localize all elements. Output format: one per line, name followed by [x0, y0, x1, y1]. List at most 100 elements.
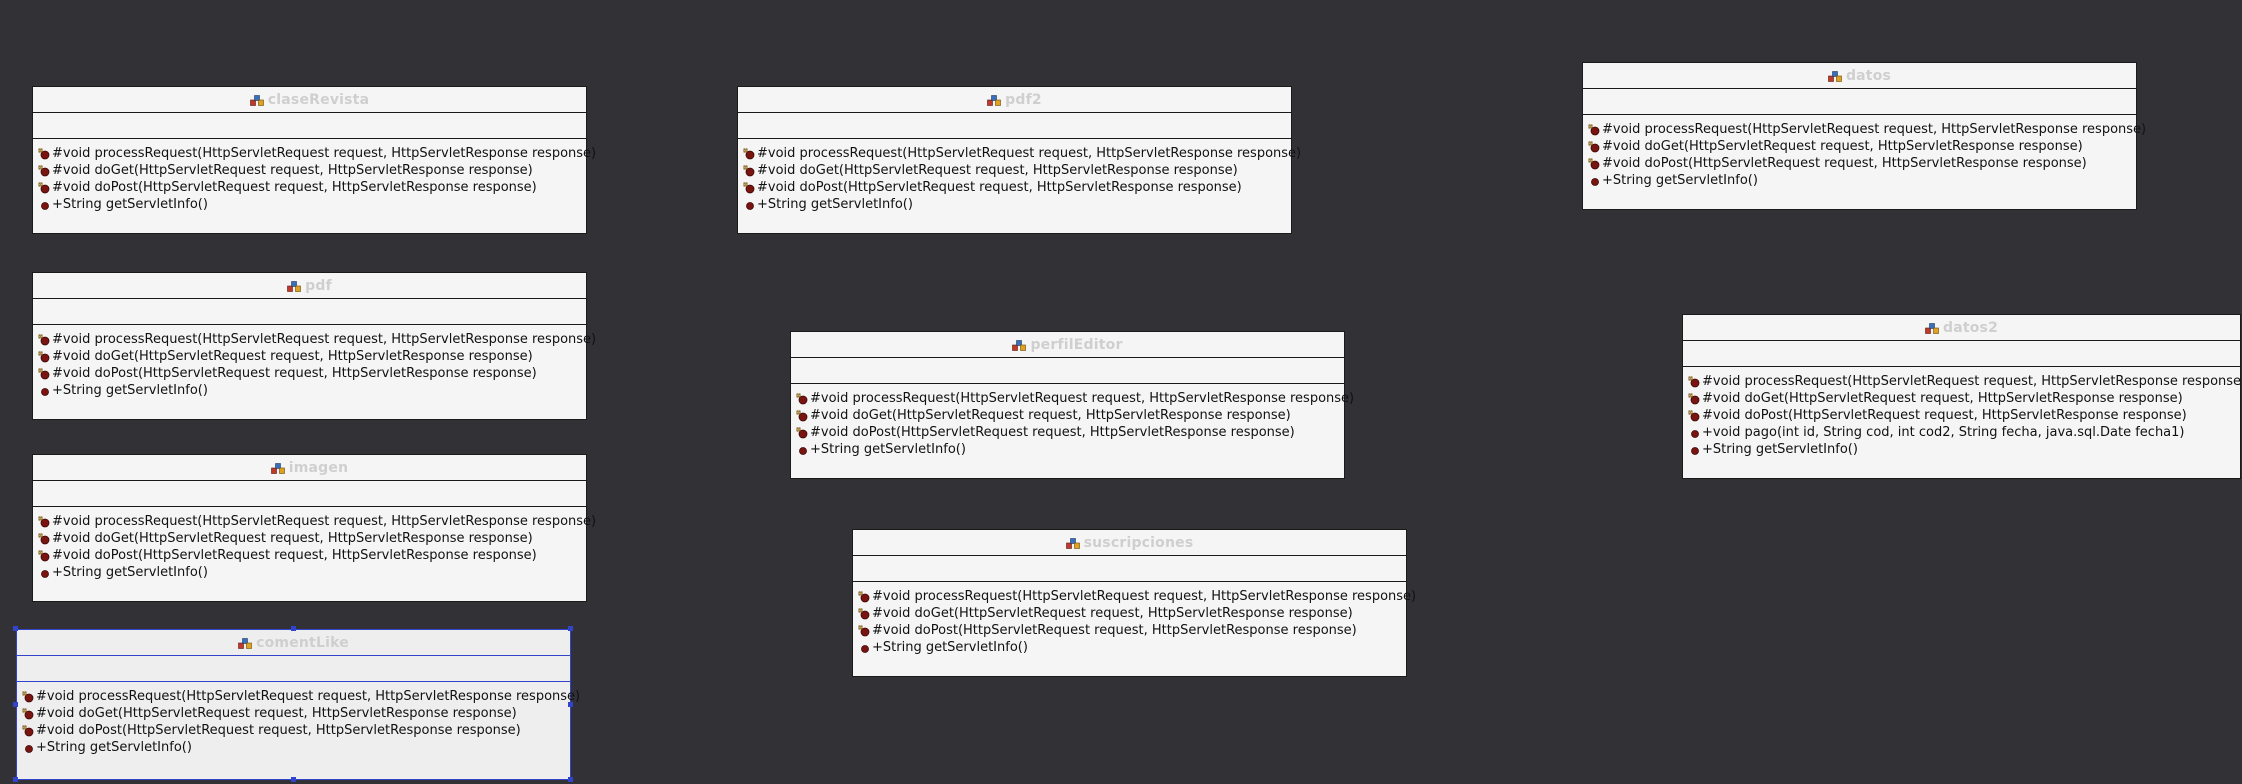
operation-signature: #void doPost(HttpServletRequest request,…	[1702, 408, 2187, 423]
operation-row[interactable]: #void processRequest(HttpServletRequest …	[38, 513, 596, 530]
operation-row[interactable]: #void processRequest(HttpServletRequest …	[22, 688, 580, 705]
operation-row[interactable]: #void doGet(HttpServletRequest request, …	[858, 605, 1406, 622]
class-box-claseRevista[interactable]: claseRevista #void processRequest(HttpSer…	[32, 86, 596, 234]
operation-signature: #void processRequest(HttpServletRequest …	[36, 689, 581, 704]
class-name: claseRevista	[267, 91, 370, 108]
protected-method-icon	[38, 351, 50, 362]
resize-handle-top[interactable]	[290, 626, 296, 631]
class-box-perfilEditor[interactable]: perfilEditor #void processRequest(HttpSer…	[790, 331, 1354, 479]
operation-row[interactable]: #void doPost(HttpServletRequest request,…	[1688, 407, 2240, 424]
protected-method-icon	[1588, 124, 1600, 135]
operation-row[interactable]: #void doPost(HttpServletRequest request,…	[38, 179, 586, 196]
operation-signature: #void doGet(HttpServletRequest request, …	[52, 531, 533, 546]
class-name: perfilEditor	[1030, 336, 1123, 353]
attributes-compartment	[1683, 341, 2240, 367]
operation-row[interactable]: #void doGet(HttpServletRequest request, …	[22, 705, 570, 722]
protected-method-icon	[1688, 393, 1700, 404]
class-box-suscripciones[interactable]: suscripciones #void processRequest(HttpSe…	[852, 529, 1416, 677]
operation-row[interactable]: #void doGet(HttpServletRequest request, …	[38, 530, 586, 547]
class-name-header[interactable]: perfilEditor	[791, 332, 1344, 358]
class-name: pdf	[305, 277, 332, 294]
resize-handle-bottom-left[interactable]	[13, 777, 18, 782]
operation-row[interactable]: #void doGet(HttpServletRequest request, …	[1688, 390, 2240, 407]
class-icon	[249, 95, 264, 106]
operation-signature: #void processRequest(HttpServletRequest …	[757, 146, 1302, 161]
class-box-datos[interactable]: datos #void processRequest(HttpServletReq…	[1582, 62, 2146, 210]
operation-row[interactable]: #void processRequest(HttpServletRequest …	[743, 145, 1301, 162]
class-name-header[interactable]: comentLike	[17, 630, 570, 656]
class-name: pdf2	[1005, 91, 1042, 108]
operation-row[interactable]: +String getServletInfo()	[1588, 172, 2136, 189]
operation-row[interactable]: #void doPost(HttpServletRequest request,…	[796, 424, 1344, 441]
operation-row[interactable]: #void doPost(HttpServletRequest request,…	[1588, 155, 2136, 172]
class-name-header[interactable]: imagen	[33, 455, 586, 481]
resize-handle-top-right[interactable]	[568, 626, 573, 631]
resize-handle-left[interactable]	[13, 701, 18, 707]
operation-signature: +String getServletInfo()	[52, 383, 208, 398]
operation-row[interactable]: +void pago(int id, String cod, int cod2,…	[1688, 424, 2240, 441]
attributes-compartment	[1583, 89, 2136, 115]
operation-signature: #void processRequest(HttpServletRequest …	[1702, 374, 2242, 389]
resize-handle-top-left[interactable]	[13, 626, 18, 631]
attributes-compartment	[33, 481, 586, 507]
operations-compartment: #void processRequest(HttpServletRequest …	[853, 582, 1416, 656]
class-name-header[interactable]: pdf2	[738, 87, 1291, 113]
operation-row[interactable]: #void doGet(HttpServletRequest request, …	[796, 407, 1344, 424]
class-name-header[interactable]: claseRevista	[33, 87, 586, 113]
attributes-compartment	[33, 113, 586, 139]
operation-row[interactable]: #void processRequest(HttpServletRequest …	[858, 588, 1416, 605]
class-icon	[1925, 323, 1939, 334]
operation-row[interactable]: #void doPost(HttpServletRequest request,…	[22, 722, 570, 739]
operation-row[interactable]: #void doGet(HttpServletRequest request, …	[743, 162, 1291, 179]
operation-row[interactable]: +String getServletInfo()	[858, 639, 1406, 656]
operation-row[interactable]: #void doPost(HttpServletRequest request,…	[858, 622, 1406, 639]
operation-row[interactable]: +String getServletInfo()	[38, 382, 586, 399]
operation-signature: +void pago(int id, String cod, int cod2,…	[1702, 425, 2185, 440]
operation-row[interactable]: +String getServletInfo()	[796, 441, 1344, 458]
operation-row[interactable]: #void processRequest(HttpServletRequest …	[1688, 373, 2242, 390]
protected-method-icon	[38, 533, 50, 544]
attributes-compartment	[17, 656, 570, 682]
protected-method-icon	[22, 725, 34, 736]
protected-method-icon	[38, 165, 50, 176]
operation-row[interactable]: #void processRequest(HttpServletRequest …	[38, 331, 596, 348]
operation-signature: +String getServletInfo()	[757, 197, 913, 212]
class-box-comentLike[interactable]: comentLike #void processRequest(HttpServl…	[13, 626, 580, 782]
operation-row[interactable]: +String getServletInfo()	[743, 196, 1291, 213]
operation-row[interactable]: #void doPost(HttpServletRequest request,…	[743, 179, 1291, 196]
operation-row[interactable]: #void doGet(HttpServletRequest request, …	[38, 348, 586, 365]
operation-row[interactable]: #void doGet(HttpServletRequest request, …	[1588, 138, 2136, 155]
operation-row[interactable]: +String getServletInfo()	[38, 196, 586, 213]
operation-row[interactable]: #void doGet(HttpServletRequest request, …	[38, 162, 586, 179]
protected-method-icon	[858, 591, 870, 602]
class-name-header[interactable]: datos	[1583, 63, 2136, 89]
operation-row[interactable]: +String getServletInfo()	[38, 564, 586, 581]
operation-row[interactable]: #void processRequest(HttpServletRequest …	[796, 390, 1354, 407]
operation-row[interactable]: +String getServletInfo()	[22, 739, 570, 756]
operation-row[interactable]: +String getServletInfo()	[1688, 441, 2240, 458]
resize-handle-bottom-right[interactable]	[568, 777, 573, 782]
class-box-pdf2[interactable]: pdf2 #void processRequest(HttpServletRequ…	[737, 86, 1301, 234]
operations-compartment: #void processRequest(HttpServletRequest …	[738, 139, 1301, 213]
class-name-header[interactable]: datos2	[1683, 315, 2240, 341]
operation-signature: #void doGet(HttpServletRequest request, …	[757, 163, 1238, 178]
operation-row[interactable]: #void doPost(HttpServletRequest request,…	[38, 365, 586, 382]
operation-row[interactable]: #void processRequest(HttpServletRequest …	[38, 145, 596, 162]
class-name-header[interactable]: suscripciones	[853, 530, 1406, 556]
operation-signature: #void doPost(HttpServletRequest request,…	[757, 180, 1242, 195]
class-box-imagen[interactable]: imagen #void processRequest(HttpServletRe…	[32, 454, 596, 602]
class-box-datos2[interactable]: datos2 #void processRequest(HttpServletRe…	[1682, 314, 2242, 479]
class-icon	[1012, 340, 1027, 351]
operation-row[interactable]: #void doPost(HttpServletRequest request,…	[38, 547, 586, 564]
operation-signature: #void doGet(HttpServletRequest request, …	[52, 349, 533, 364]
resize-handle-right[interactable]	[568, 701, 573, 707]
public-method-icon	[41, 201, 49, 210]
class-name: datos	[1845, 67, 1892, 84]
operation-row[interactable]: #void processRequest(HttpServletRequest …	[1588, 121, 2146, 138]
class-icon	[1065, 538, 1080, 549]
operation-signature: +String getServletInfo()	[52, 565, 208, 580]
class-box-pdf[interactable]: pdf #void processRequest(HttpServletReque…	[32, 272, 596, 420]
class-name-header[interactable]: pdf	[33, 273, 586, 299]
resize-handle-bottom[interactable]	[290, 777, 296, 782]
